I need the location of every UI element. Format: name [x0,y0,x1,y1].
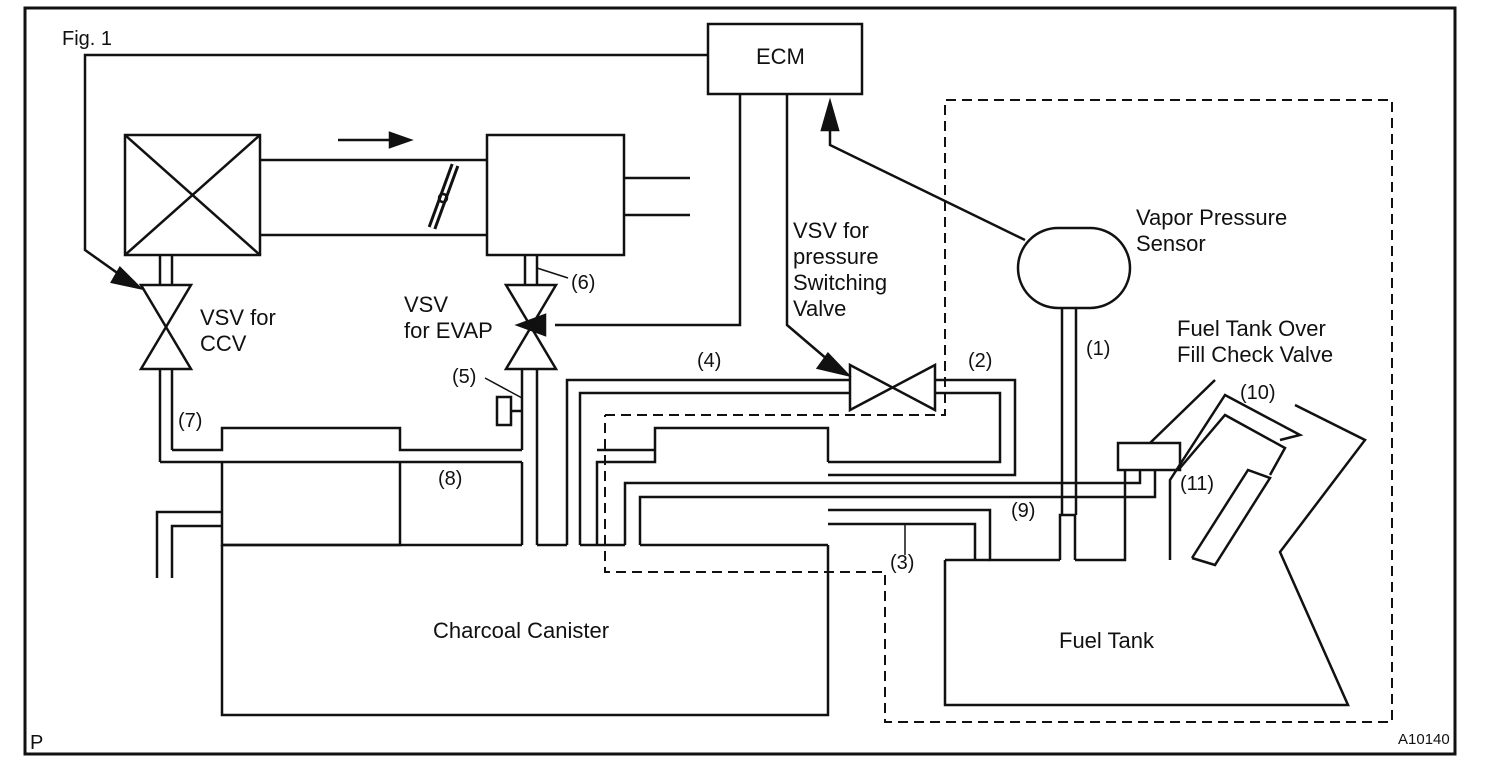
pipe-3-inner [828,522,977,560]
pipe-3-outer [828,508,1060,562]
air-cleaner [123,133,262,257]
callout-4: (4) [697,350,722,372]
wire-ecm-to-ccv [83,53,708,284]
vent-pipe-inner [170,524,222,578]
pipe-7-top [172,426,522,452]
port-5 [495,395,513,427]
arrow-ccv [110,265,144,291]
fuel-tank-body [943,403,1367,707]
figure-label: Fig. 1 [62,28,113,50]
fuel-tank-label: Fuel Tank [1059,628,1154,653]
flow-arrow-head [388,131,414,149]
ecm-label: ECM [756,44,805,69]
vapor-sensor-label: Vapor Pressure Sensor [1136,205,1288,256]
vent-pipe-outer [155,510,222,578]
air-cleaner-x2 [124,134,261,256]
throttle-shaft [437,192,449,204]
dashed-enclosure [604,99,1393,723]
callout-2: (2) [968,350,993,372]
callout-10: (10) [1240,382,1276,404]
leader-6 [536,267,569,279]
pipe-9-outer [623,470,1142,545]
pipe-2-inner [828,391,1002,464]
wire-ecm-to-pressure-vsv [785,94,829,361]
canister-top-section [220,462,402,547]
vsv-pressure-label: VSV for pressure Switching Valve [793,218,888,321]
figure-frame [23,6,1457,756]
corner-mark: P [30,732,44,754]
pipe-9-inner [638,470,1157,545]
throttle-valve-core [430,164,457,229]
fill-check-valve-leader [1149,379,1216,444]
intake-manifold [485,133,626,257]
filler-neck-pipe [1179,413,1287,476]
fill-check-valve-label: Fuel Tank Over Fill Check Valve [1177,316,1334,367]
pipe-2-outer [828,378,1017,477]
leader-5 [484,377,523,399]
callout-7: (7) [178,410,203,432]
ecm-box [706,22,864,96]
filler-neck-inner [1190,468,1272,567]
callout-8: (8) [438,468,463,490]
vsv-evap-valve [503,283,559,371]
pipe-4-inner [578,391,850,545]
vsv-ccv-valve [138,283,194,371]
callout-11: (11) [1180,473,1215,495]
arrow-to-ecm [820,97,840,132]
vsv-ccv-label: VSV for CCV [200,305,276,356]
vapor-pressure-sensor [1016,226,1132,310]
vsv-evap-label: VSV for EVAP [404,292,493,343]
fuel-tank-top-mid [1075,470,1127,562]
inner-compartment [595,426,830,545]
callout-6: (6) [571,272,596,294]
fill-check-valve [1116,441,1182,472]
fuel-tank [1058,513,1077,560]
pipe-4-outer [565,378,850,545]
arrow-pressure-vsv [815,352,852,378]
charcoal-canister-label: Charcoal Canister [433,618,610,643]
figure-code: A10140 [1398,731,1450,748]
callout-9: (9) [1011,500,1036,522]
charcoal-canister [220,545,830,717]
callout-1: (1) [1086,338,1111,360]
callout-5: (5) [452,366,477,388]
vsv-pressure-valve [848,362,937,413]
callout-3: (3) [890,552,915,574]
wire-ecm-to-evap [555,94,742,327]
filler-neck-outer [1168,393,1304,560]
